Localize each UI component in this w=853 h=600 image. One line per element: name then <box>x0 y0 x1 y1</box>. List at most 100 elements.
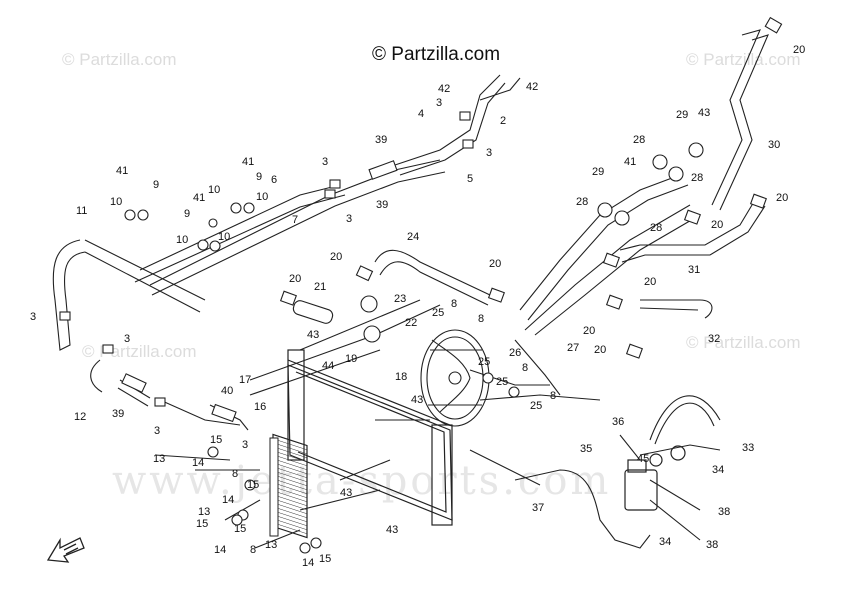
callout-25: 25 <box>432 307 444 319</box>
callout-15: 15 <box>247 479 259 491</box>
watermark-mid-right: © Partzilla.com <box>686 333 801 352</box>
callout-15: 15 <box>234 523 246 535</box>
callout-21: 21 <box>314 281 326 293</box>
callout-10: 10 <box>208 184 220 196</box>
callout-8: 8 <box>250 544 256 556</box>
callout-15: 15 <box>319 553 331 565</box>
callout-45: 45 <box>637 453 649 465</box>
callout-28: 28 <box>633 134 645 146</box>
callout-34: 34 <box>712 464 724 476</box>
callout-28: 28 <box>691 172 703 184</box>
callout-5: 5 <box>467 173 473 185</box>
callout-3: 3 <box>486 147 492 159</box>
callout-7: 7 <box>292 214 298 226</box>
callout-34: 34 <box>659 536 671 548</box>
callout-3: 3 <box>346 213 352 225</box>
callout-32: 32 <box>708 333 720 345</box>
callout-20: 20 <box>793 44 805 56</box>
callout-41: 41 <box>193 192 205 204</box>
callout-12: 12 <box>74 411 86 423</box>
callout-20: 20 <box>289 273 301 285</box>
front-arrow-icon <box>46 537 85 563</box>
callout-39: 39 <box>112 408 124 420</box>
callout-3: 3 <box>154 425 160 437</box>
callout-14: 14 <box>192 457 204 469</box>
hose-clamps <box>59 16 783 423</box>
callout-30: 30 <box>768 139 780 151</box>
callout-10: 10 <box>176 234 188 246</box>
callout-19: 19 <box>345 353 357 365</box>
callout-3: 3 <box>436 97 442 109</box>
callout-18: 18 <box>395 371 407 383</box>
callout-20: 20 <box>594 344 606 356</box>
callout-13: 13 <box>198 506 210 518</box>
callout-16: 16 <box>254 401 266 413</box>
callout-3: 3 <box>30 311 36 323</box>
callout-8: 8 <box>522 362 528 374</box>
callout-11: 11 <box>76 205 87 217</box>
callout-4: 4 <box>418 108 424 120</box>
callout-41: 41 <box>624 156 636 168</box>
callout-25: 25 <box>530 400 542 412</box>
callout-15: 15 <box>210 434 222 446</box>
callout-31: 31 <box>688 264 700 276</box>
callout-3: 3 <box>242 439 248 451</box>
callout-14: 14 <box>214 544 226 556</box>
callout-43: 43 <box>386 524 398 536</box>
callout-43: 43 <box>698 107 710 119</box>
watermark-top-left: © Partzilla.com <box>62 50 177 69</box>
oil-cooler <box>269 433 308 539</box>
callout-14: 14 <box>222 494 234 506</box>
callout-43: 43 <box>307 329 319 341</box>
callout-8: 8 <box>451 298 457 310</box>
callout-8: 8 <box>478 313 484 325</box>
callout-25: 25 <box>478 356 490 368</box>
callout-10: 10 <box>256 191 268 203</box>
callout-43: 43 <box>411 394 423 406</box>
callout-41: 41 <box>116 165 128 177</box>
callout-25: 25 <box>496 376 508 388</box>
watermark-website: www.jetta-sports.com <box>112 458 612 504</box>
callout-42: 42 <box>438 83 450 95</box>
callout-15: 15 <box>196 518 208 530</box>
callout-37: 37 <box>532 502 544 514</box>
cooling-fan <box>420 329 490 427</box>
callout-29: 29 <box>676 109 688 121</box>
copyright-label: © Partzilla.com <box>372 44 501 65</box>
callout-3: 3 <box>322 156 328 168</box>
callout-29: 29 <box>592 166 604 178</box>
callout-8: 8 <box>550 390 556 402</box>
callout-22: 22 <box>405 317 417 329</box>
callout-13: 13 <box>265 539 277 551</box>
callout-10: 10 <box>110 196 122 208</box>
callout-2: 2 <box>500 115 506 127</box>
callout-6: 6 <box>271 174 277 186</box>
callout-44: 44 <box>322 360 334 372</box>
callout-24: 24 <box>407 231 419 243</box>
callout-17: 17 <box>239 374 251 386</box>
callout-43: 43 <box>340 487 352 499</box>
callout-20: 20 <box>776 192 788 204</box>
grommets <box>124 142 704 554</box>
callout-39: 39 <box>375 134 387 146</box>
watermark-top-right: © Partzilla.com <box>686 50 801 69</box>
callout-labels: 42 42 3 2 3 4 5 39 39 3 3 6 7 41 9 10 41… <box>30 44 805 569</box>
callout-38: 38 <box>718 506 730 518</box>
callout-20: 20 <box>711 219 723 231</box>
callout-10: 10 <box>218 231 230 243</box>
callout-9: 9 <box>184 208 190 220</box>
callout-9: 9 <box>256 171 262 183</box>
callout-35: 35 <box>580 443 592 455</box>
callout-20: 20 <box>330 251 342 263</box>
callout-13: 13 <box>153 453 165 465</box>
callout-36: 36 <box>612 416 624 428</box>
hose-lines <box>52 29 769 549</box>
callout-20: 20 <box>583 325 595 337</box>
callout-33: 33 <box>742 442 754 454</box>
callout-14: 14 <box>302 557 314 569</box>
callout-26: 26 <box>509 347 521 359</box>
callout-40: 40 <box>221 385 233 397</box>
callout-28: 28 <box>576 196 588 208</box>
